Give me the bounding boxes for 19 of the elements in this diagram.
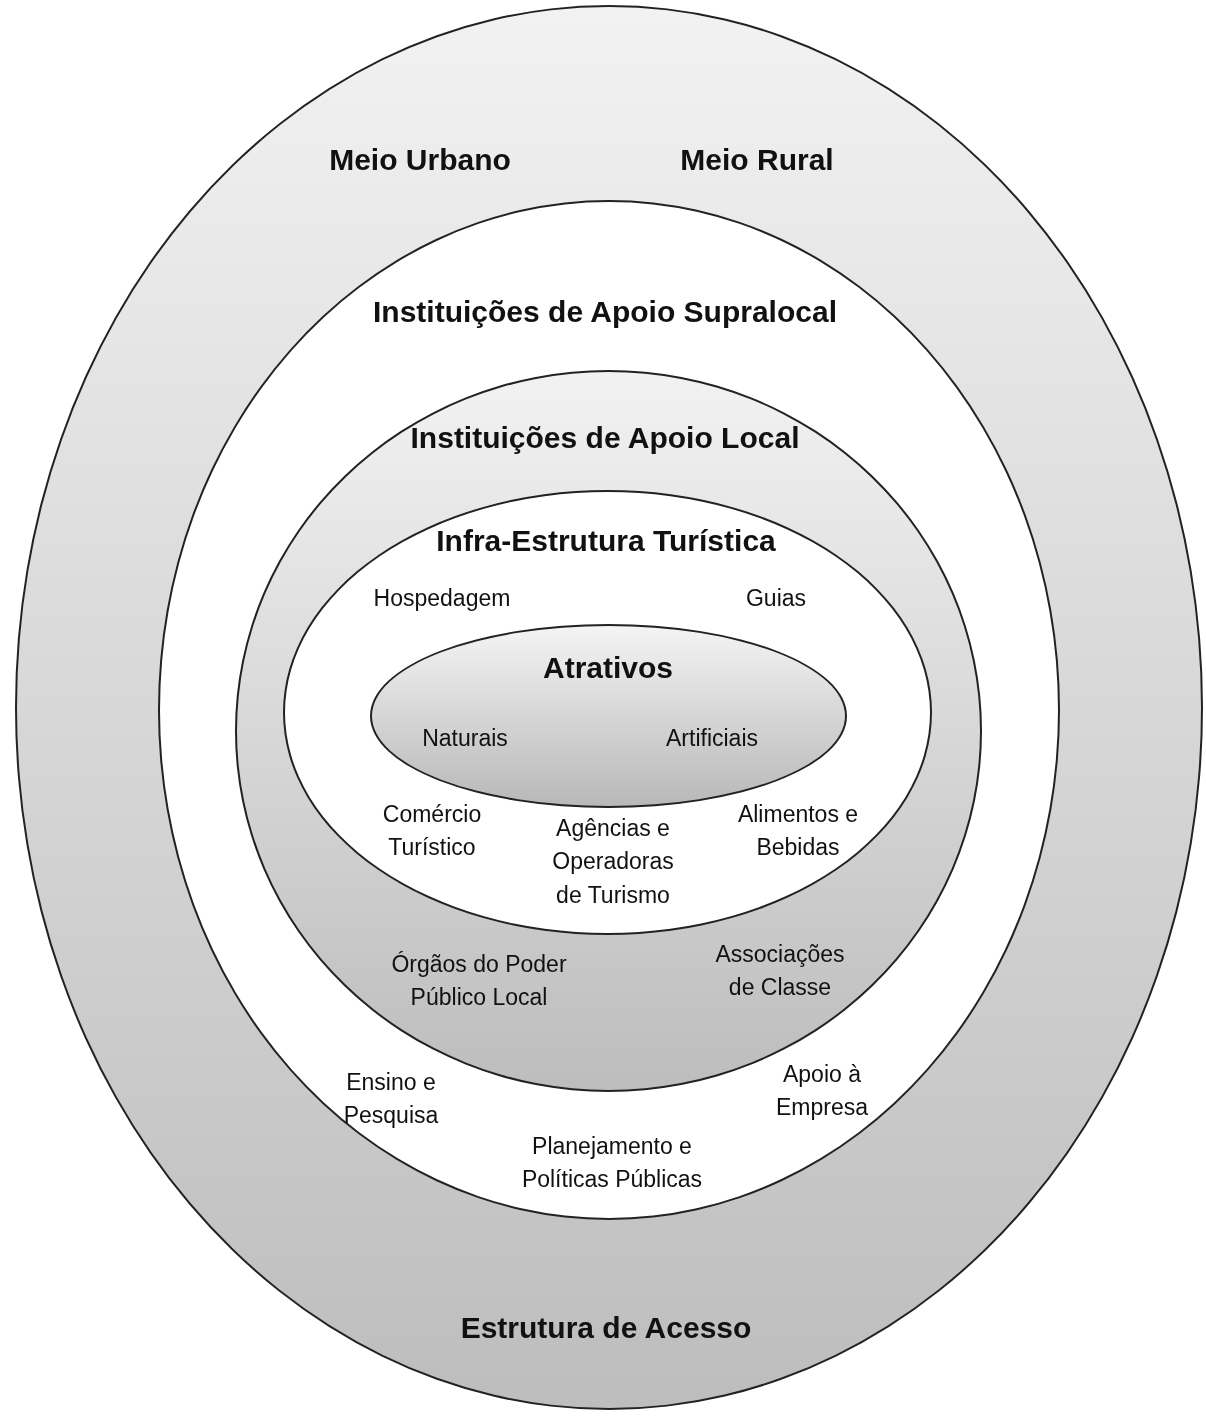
ring-heading: Instituições de Apoio Local bbox=[410, 420, 800, 456]
ring-heading: Infra-Estrutura Turística bbox=[436, 523, 776, 559]
ring-heading: Meio Rural bbox=[680, 142, 834, 178]
ring-heading: Estrutura de Acesso bbox=[460, 1310, 752, 1346]
ring-item-label: Naturais bbox=[422, 724, 508, 753]
ring-item-label: Alimentos e Bebidas bbox=[736, 800, 860, 863]
ring-item-label: Hospedagem bbox=[373, 584, 511, 613]
ring-heading: Atrativos bbox=[543, 650, 673, 686]
ring-item-label: Artificiais bbox=[666, 724, 758, 753]
ring-item-label: Planejamento e Políticas Públicas bbox=[520, 1132, 704, 1195]
ring-item-label: Comércio Turístico bbox=[381, 800, 483, 863]
ring-item-label: Agências e Operadoras de Turismo bbox=[551, 814, 675, 910]
ring-item-label: Apoio à Empresa bbox=[774, 1060, 869, 1123]
ring-item-label: Guias bbox=[745, 584, 807, 613]
ring-heading: Meio Urbano bbox=[329, 142, 511, 178]
ring-item-label: Órgãos do Poder Público Local bbox=[390, 950, 568, 1013]
ring-item-label: Ensino e Pesquisa bbox=[342, 1068, 440, 1131]
ring-heading: Instituições de Apoio Supralocal bbox=[373, 294, 837, 330]
ring-item-label: Associações de Classe bbox=[714, 940, 846, 1003]
